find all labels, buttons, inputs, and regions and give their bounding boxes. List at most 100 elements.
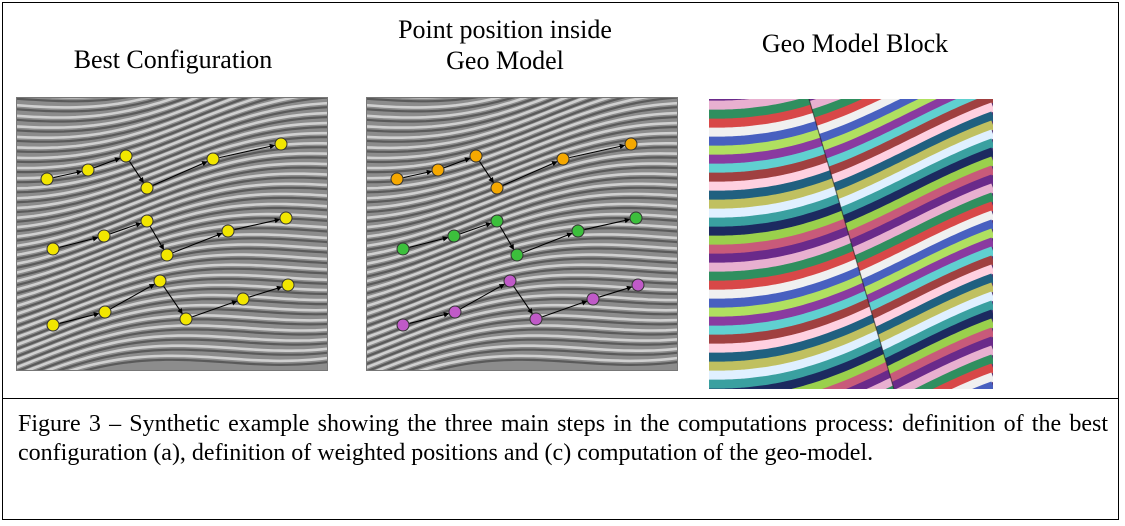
connection-arrow xyxy=(172,232,223,254)
figure-frame xyxy=(2,2,1119,520)
point-marker xyxy=(629,211,643,225)
point-marker xyxy=(279,211,293,225)
connection-arrow xyxy=(459,222,492,235)
connection-arrow xyxy=(249,285,283,298)
layer-band xyxy=(709,205,894,309)
point-marker xyxy=(631,278,645,292)
point-marker xyxy=(140,181,154,195)
seismic-image-b xyxy=(366,97,678,371)
layer-band xyxy=(809,99,993,152)
layer-band xyxy=(809,138,993,242)
layer-band xyxy=(809,327,993,389)
connection-arrow xyxy=(93,157,121,169)
layer-band xyxy=(709,277,894,381)
caption-divider xyxy=(2,398,1119,399)
panel-title-point-position: Point position inside Geo Model xyxy=(350,14,660,76)
geo-layers xyxy=(709,99,993,389)
point-marker xyxy=(81,163,95,177)
point-marker xyxy=(274,137,288,151)
point-marker xyxy=(490,181,504,195)
layer-band xyxy=(709,223,894,327)
point-marker xyxy=(448,305,462,319)
layer-band xyxy=(709,232,894,336)
layer-band xyxy=(709,241,894,345)
layer-band xyxy=(709,313,894,389)
point-row xyxy=(390,137,638,195)
point-marker xyxy=(469,149,483,163)
connection-arrow xyxy=(522,232,573,254)
layer-band xyxy=(809,99,993,197)
point-marker xyxy=(503,274,517,288)
image-border xyxy=(366,97,678,371)
point-marker xyxy=(46,242,60,256)
layer-band xyxy=(809,99,993,188)
connection-arrow xyxy=(541,300,588,318)
connection-arrow xyxy=(502,161,558,186)
layer-band xyxy=(709,250,894,354)
layer-band xyxy=(809,354,993,389)
point-marker xyxy=(236,292,250,306)
connection-arrow xyxy=(403,169,433,179)
connection-arrow xyxy=(234,217,281,231)
connection-arrow xyxy=(59,236,99,248)
layer-band xyxy=(809,102,993,206)
layer-band xyxy=(809,345,993,389)
layer-band xyxy=(809,363,993,389)
layer-band xyxy=(809,336,993,389)
layer-band xyxy=(709,295,894,389)
point-marker xyxy=(396,318,410,332)
layer-band xyxy=(709,304,894,389)
layer-band xyxy=(709,259,894,363)
connection-arrow xyxy=(460,283,505,310)
point-marker xyxy=(160,248,174,262)
point-marker xyxy=(40,172,54,186)
layer-band xyxy=(809,99,993,143)
panel-title-line-2: Geo Model xyxy=(446,46,564,75)
figure-caption: Figure 3 – Synthetic example showing the… xyxy=(18,411,1108,466)
point-marker xyxy=(390,172,404,186)
connection-arrow xyxy=(129,161,144,184)
connection-arrow xyxy=(53,169,83,179)
seismic-reflectors xyxy=(16,97,328,371)
layer-band xyxy=(709,99,894,111)
point-marker xyxy=(206,152,220,166)
layer-band xyxy=(809,156,993,260)
layer-band xyxy=(809,120,993,224)
point-marker xyxy=(431,163,445,177)
layer-band xyxy=(709,178,894,282)
connection-arrow xyxy=(409,236,449,248)
panel-title-line-1: Point position inside xyxy=(398,15,612,44)
panel-point-position xyxy=(366,97,678,371)
connection-arrow xyxy=(584,217,631,231)
point-marker xyxy=(97,229,111,243)
point-row xyxy=(396,211,643,262)
point-marker xyxy=(119,149,133,163)
layer-band xyxy=(809,99,993,179)
point-marker xyxy=(396,242,410,256)
point-marker xyxy=(586,292,600,306)
point-row xyxy=(396,274,645,332)
layer-band xyxy=(709,196,894,300)
layer-band xyxy=(709,268,894,372)
layer-band xyxy=(809,165,993,269)
connection-arrow xyxy=(219,143,276,159)
connection-arrow xyxy=(443,157,471,169)
connection-arrow xyxy=(59,312,100,324)
image-border xyxy=(16,97,328,371)
connection-arrow xyxy=(191,300,238,318)
connection-arrow xyxy=(409,312,450,324)
fault-line xyxy=(808,99,895,389)
point-marker xyxy=(571,224,585,238)
point-marker xyxy=(140,214,154,228)
connection-arrow xyxy=(152,161,208,186)
layer-band xyxy=(709,286,894,389)
point-marker xyxy=(281,278,295,292)
point-marker xyxy=(624,137,638,151)
layer-band xyxy=(709,99,894,120)
connection-arrow xyxy=(569,143,626,159)
point-marker xyxy=(98,305,112,319)
layer-band xyxy=(809,129,993,233)
panel-geo-model-block xyxy=(709,99,993,389)
connection-arrow xyxy=(110,283,155,310)
connection-arrow xyxy=(109,222,142,235)
